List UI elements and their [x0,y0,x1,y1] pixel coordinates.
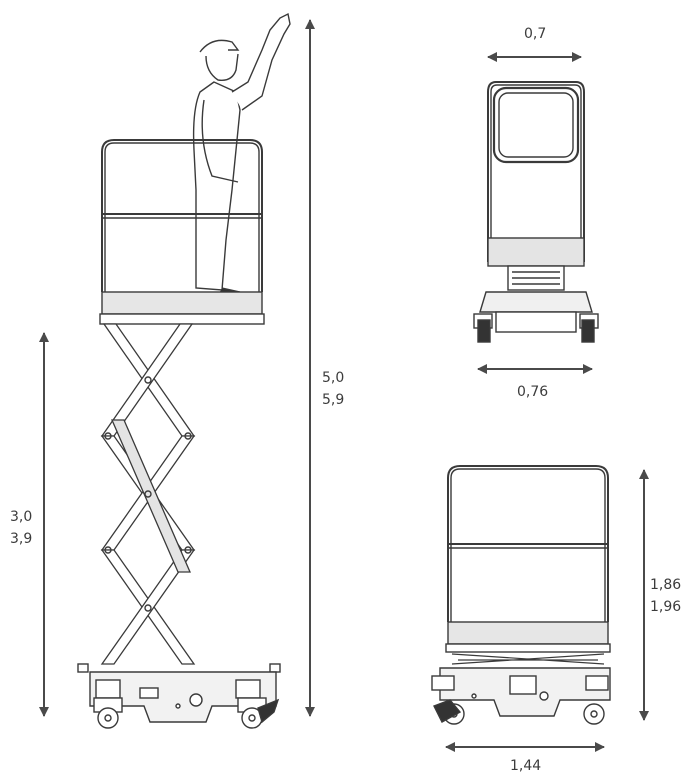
platform-width-label: 0,7 [524,26,547,42]
stowed-height-raised: 1,96 [650,599,682,615]
stowed-length-label: 1,44 [510,758,542,774]
base-width-label: 0,76 [517,384,549,400]
total-height-label: 5,0 5,9 [322,367,344,411]
stowed-height-lowered: 1,86 [650,577,682,593]
side-view-stowed [431,465,611,725]
front-view [473,81,599,343]
platform-height-raised: 3,9 [10,531,33,547]
total-height-raised: 5,9 [322,392,345,408]
platform-height-label: 3,0 3,9 [10,506,32,550]
worker-figure [192,12,291,293]
side-view-extended [77,12,291,729]
stowed-height-label: 1,86 1,96 [650,574,681,618]
platform-height-lowered: 3,0 [10,509,33,525]
total-height-lowered: 5,0 [322,370,345,386]
